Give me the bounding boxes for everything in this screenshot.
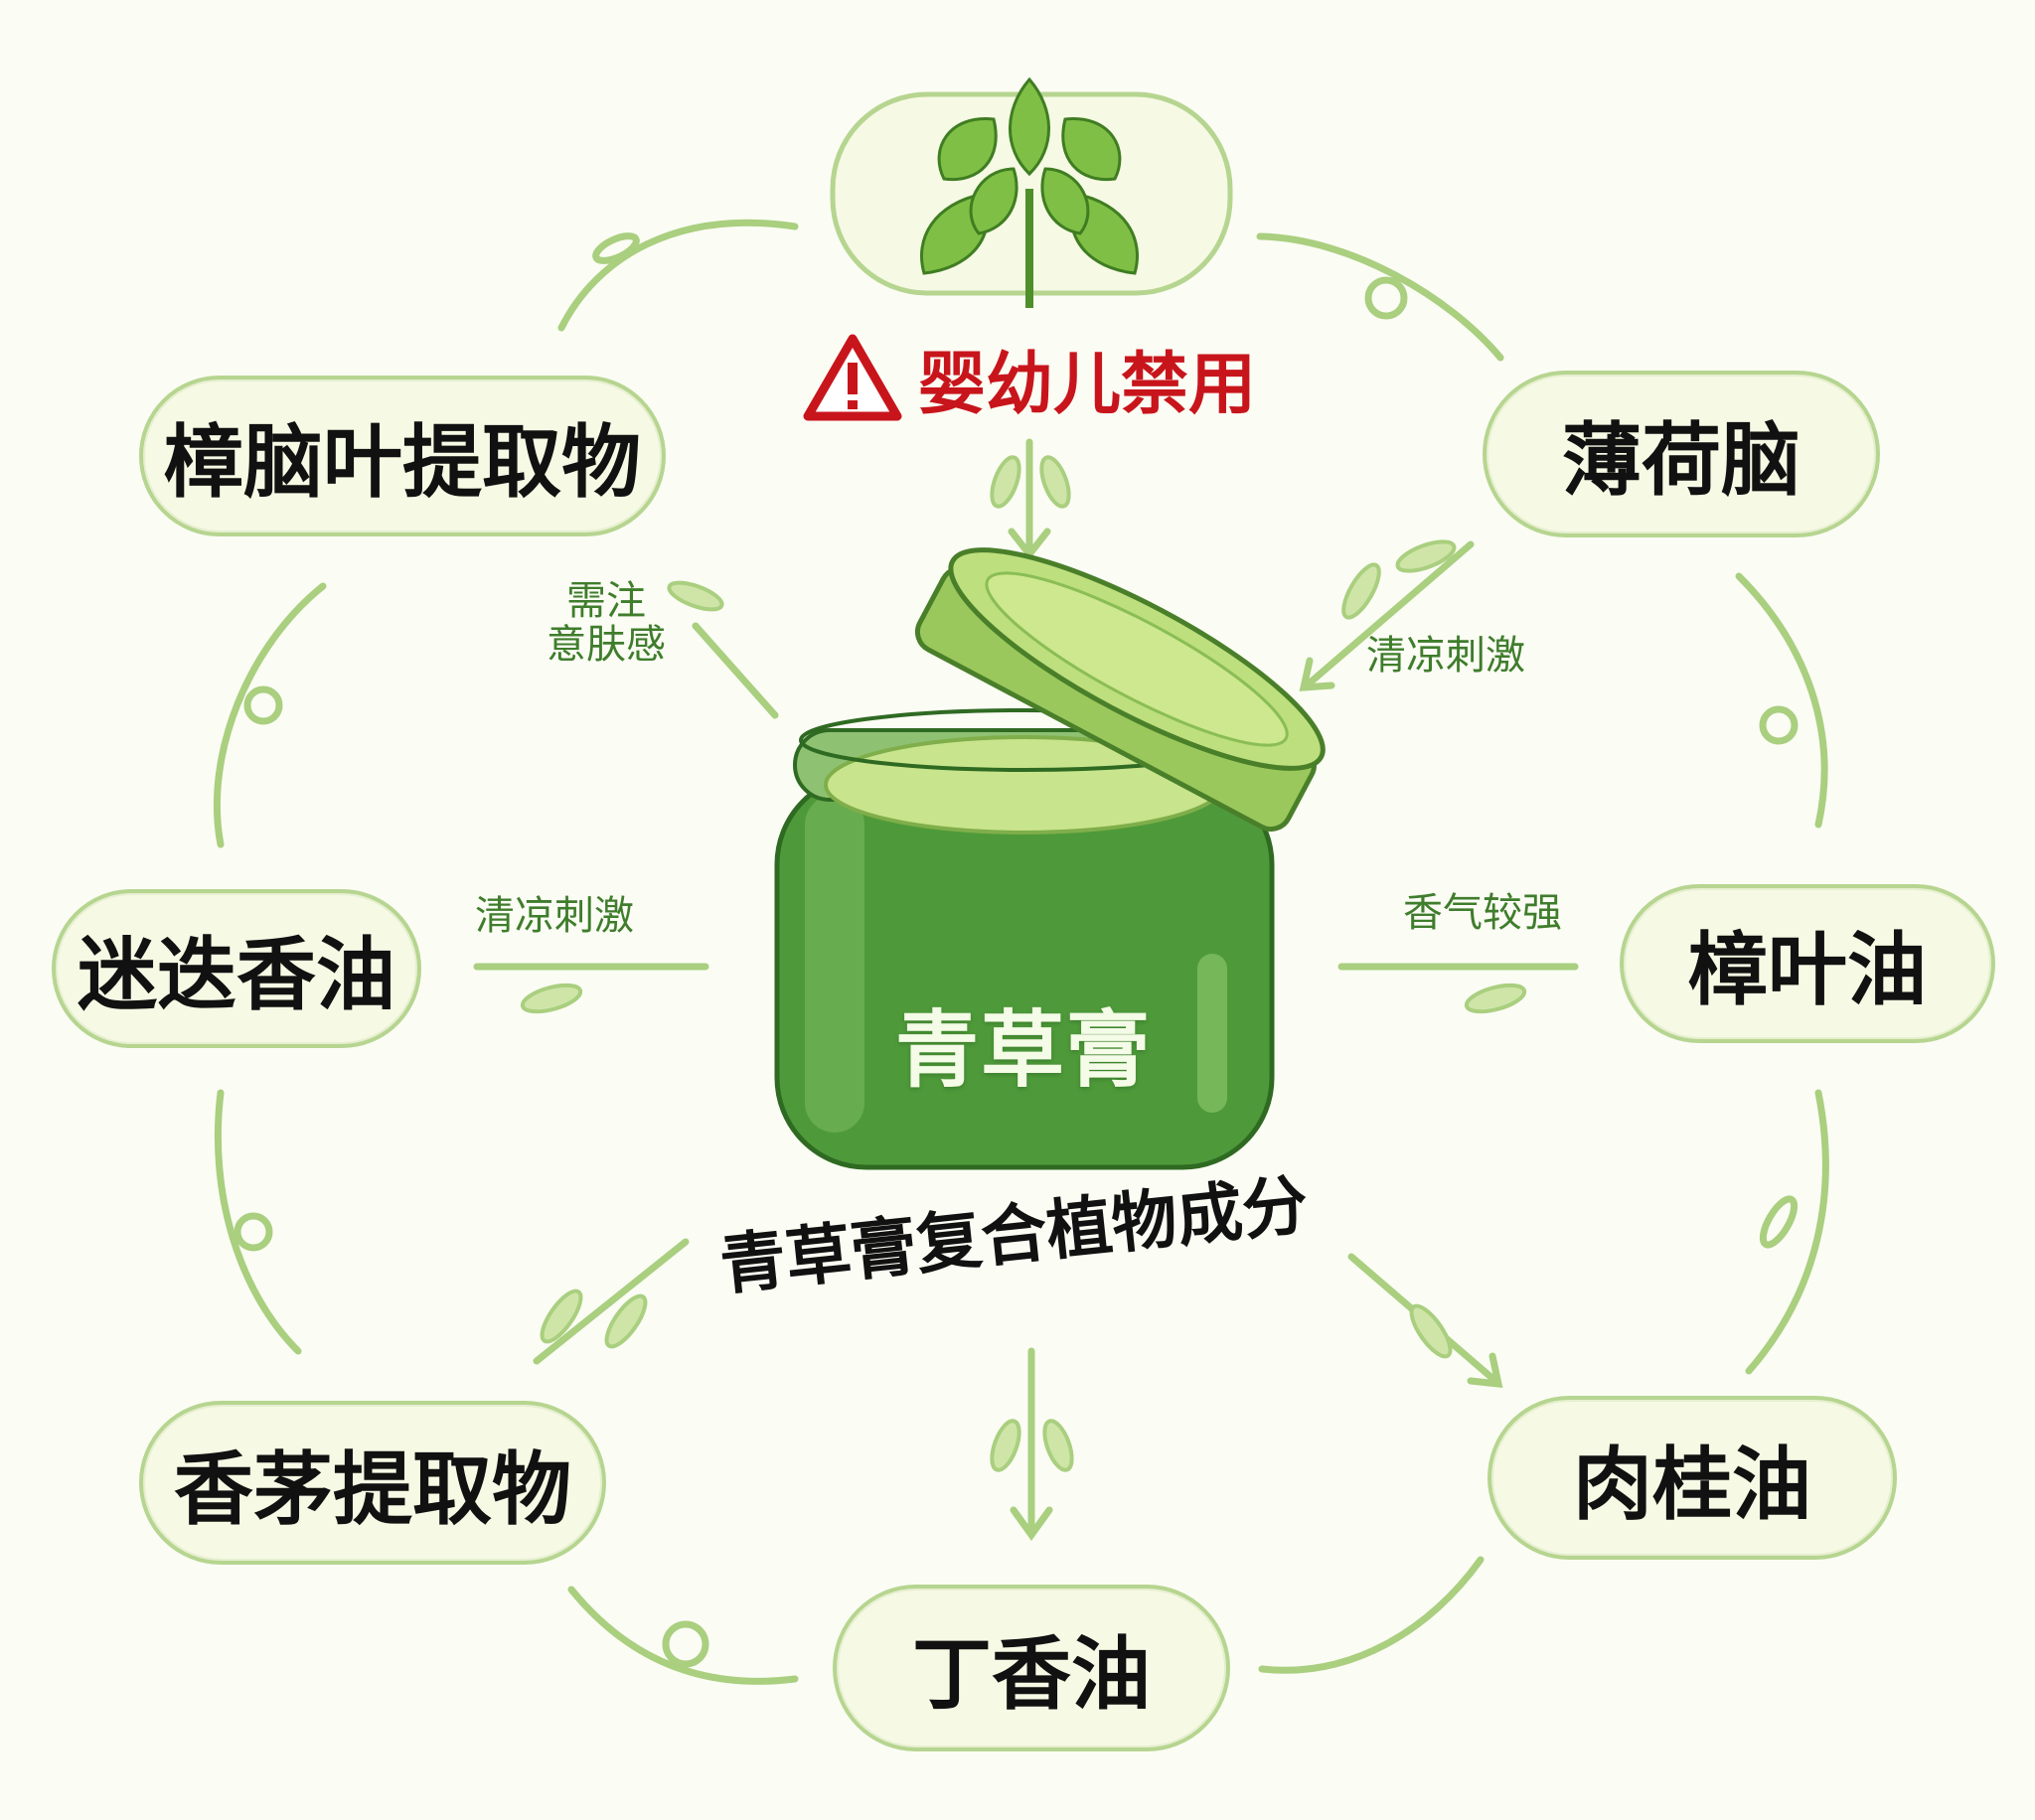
leaf-icon bbox=[540, 1289, 583, 1344]
note-cooling-right: 清凉刺激 bbox=[1366, 633, 1525, 679]
ingredient-label: 肉桂油 bbox=[1573, 1438, 1811, 1531]
arrow-from-mint bbox=[1008, 438, 1051, 560]
vine-left-upper bbox=[214, 582, 327, 848]
ingredient-citronella-extract: 香茅提取物 bbox=[139, 1401, 606, 1565]
vine-top-left bbox=[557, 219, 799, 332]
leaf-icon bbox=[520, 983, 583, 1014]
curl-icon bbox=[662, 1620, 709, 1668]
ingredient-cinnamon-oil: 肉桂油 bbox=[1487, 1396, 1897, 1560]
leaf-icon bbox=[1039, 455, 1071, 509]
leaf-icon bbox=[1464, 983, 1527, 1014]
leaf-icon bbox=[1759, 1195, 1799, 1249]
ointment-jar-icon bbox=[774, 547, 1326, 1170]
leaf-icon bbox=[604, 1293, 648, 1349]
ingredient-label: 薄荷脑 bbox=[1562, 414, 1800, 507]
note-strong-aroma: 香气较强 bbox=[1403, 890, 1562, 936]
arrow-from-menthol bbox=[1299, 540, 1475, 691]
ingredient-label: 香茅提取物 bbox=[174, 1442, 571, 1536]
leaf-icon bbox=[667, 580, 724, 612]
leaf-icon bbox=[990, 455, 1021, 509]
infant-warning: 婴幼儿禁用 bbox=[803, 328, 1256, 427]
ingredient-label: 迷迭香油 bbox=[78, 929, 395, 1021]
vine-bottom-left bbox=[567, 1586, 799, 1685]
ingredient-label: 丁香油 bbox=[912, 1628, 1151, 1721]
note-skin-sensation: 需注 意肤感 bbox=[547, 578, 666, 668]
ingredient-label: 樟叶油 bbox=[1688, 924, 1927, 1016]
arrow-to-citronella bbox=[533, 1238, 690, 1365]
ingredient-eucalyptus-oil: 樟叶油 bbox=[1620, 884, 1995, 1043]
leaf-icon bbox=[1409, 1303, 1453, 1359]
curl-icon bbox=[243, 685, 283, 725]
vine-left-lower bbox=[214, 1089, 302, 1355]
warning-text: 婴幼儿禁用 bbox=[918, 345, 1257, 424]
leaf-icon bbox=[1042, 1419, 1074, 1472]
leaf-icon bbox=[1341, 562, 1381, 620]
vine-top-right bbox=[1256, 232, 1504, 362]
curl-icon bbox=[234, 1212, 273, 1252]
vine-right-lower bbox=[1745, 1089, 1829, 1375]
ingredient-rosemary-oil: 迷迭香油 bbox=[52, 889, 421, 1048]
warning-triangle-icon bbox=[803, 334, 902, 421]
mint-leaves-icon bbox=[920, 76, 1139, 308]
leaf-icon bbox=[1395, 539, 1457, 573]
vine-bottom-right bbox=[1258, 1556, 1485, 1674]
note-cooling-left: 清凉刺激 bbox=[475, 893, 634, 939]
ingredient-clove-oil: 丁香油 bbox=[833, 1585, 1230, 1751]
ingredient-menthol: 薄荷脑 bbox=[1483, 371, 1880, 537]
arrow-from-camphor bbox=[692, 622, 779, 719]
arrow-to-clove bbox=[1010, 1347, 1053, 1541]
ingredient-camphor-leaf-extract: 樟脑叶提取物 bbox=[139, 376, 666, 536]
curl-icon bbox=[1364, 276, 1408, 320]
product-label: 青草膏 bbox=[894, 1001, 1152, 1099]
curl-icon bbox=[1759, 705, 1799, 745]
leaf-icon bbox=[990, 1419, 1021, 1472]
vine-right-upper bbox=[1735, 572, 1828, 829]
ingredient-label: 樟脑叶提取物 bbox=[164, 416, 641, 509]
leaf-icon bbox=[592, 232, 640, 264]
